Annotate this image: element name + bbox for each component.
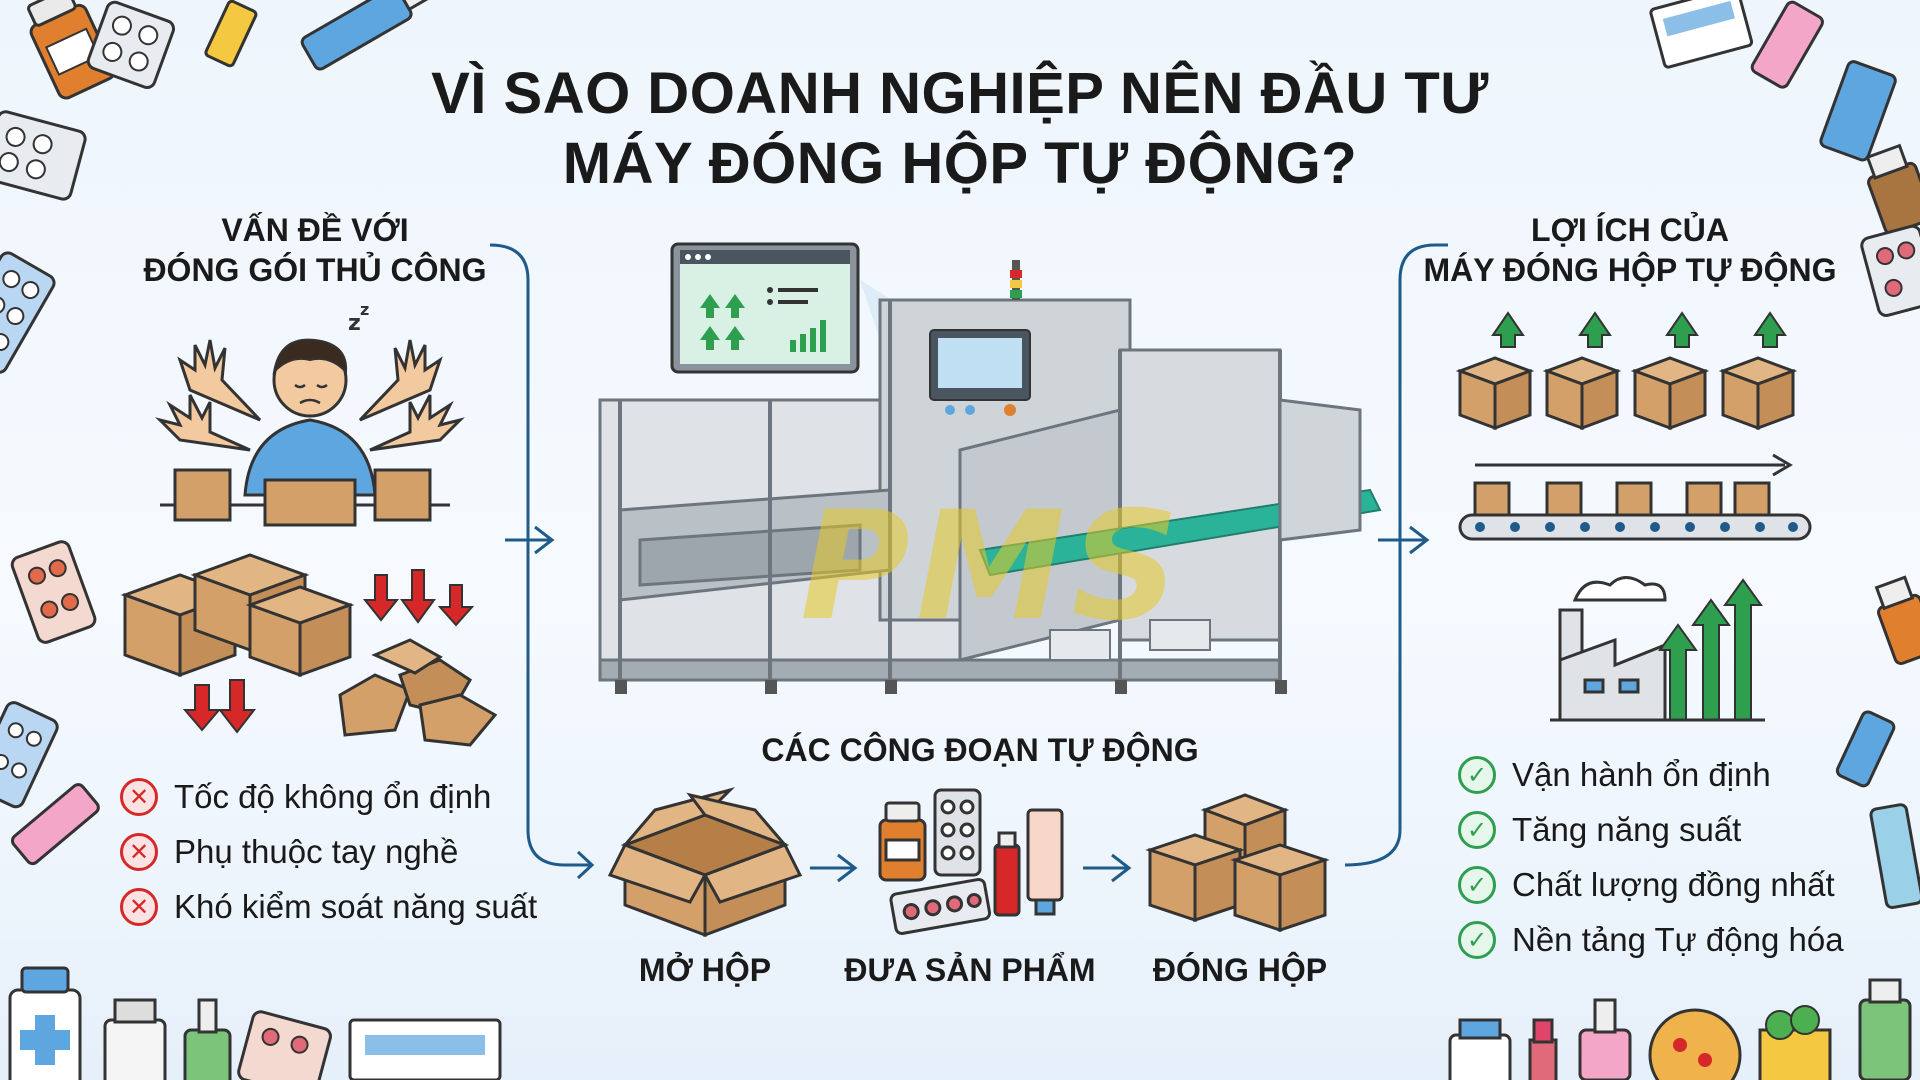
x-circle-icon: ✕	[120, 888, 158, 926]
pill-blister-icon	[1860, 224, 1920, 317]
medicine-box-icon	[348, 1018, 502, 1080]
medicine-bottle-icon	[1448, 1018, 1512, 1080]
open-box-icon	[607, 787, 803, 938]
check-circle-icon: ✓	[1458, 921, 1496, 959]
stage-arrow-1	[810, 853, 858, 883]
problems-list: ✕ Tốc độ không ổn định ✕ Phụ thuộc tay n…	[120, 775, 560, 929]
watermark-logo: PMS	[800, 480, 1186, 654]
stage-arrow-2	[1083, 853, 1132, 883]
benefit-text: Vận hành ổn định	[1512, 756, 1771, 793]
pill-blister-icon	[10, 540, 97, 644]
stage-label-open: MỞ HỘP	[638, 952, 772, 988]
svg-text:z: z	[348, 311, 361, 336]
list-item: ✕ Khó kiểm soát năng suất	[120, 885, 560, 929]
dropper-bottle-icon	[183, 998, 232, 1080]
benefits-heading-line-1: LỢI ÍCH CỦA	[1531, 212, 1729, 248]
tube-icon	[204, 0, 258, 68]
tube-icon	[1819, 60, 1897, 162]
stage-label-insert: ĐƯA SẢN PHẨM	[844, 952, 1096, 988]
pill-blister-icon	[0, 110, 87, 201]
medicine-bottle-icon	[1858, 978, 1912, 1080]
medicine-bottle-icon	[27, 0, 116, 100]
check-circle-icon: ✓	[1458, 866, 1496, 904]
list-item: ✓ Chất lượng đồng nhất	[1458, 863, 1858, 907]
medicine-box-icon	[1649, 0, 1754, 69]
stacked-boxes-icon	[1145, 793, 1330, 933]
pizza-icon	[1648, 1008, 1742, 1080]
benefit-text: Nền tảng Tự động hóa	[1512, 921, 1844, 958]
benefit-text: Tăng năng suất	[1512, 811, 1742, 848]
stage-label-close: ĐÓNG HỘP	[1152, 952, 1328, 988]
hmi-dashboard-icon	[670, 242, 860, 374]
medicine-bottle-icon	[1865, 143, 1920, 235]
page-title-line-2: MÁY ĐÓNG HỘP TỰ ĐỘNG?	[562, 131, 1358, 196]
check-circle-icon: ✓	[1458, 756, 1496, 794]
benefits-list: ✓ Vận hành ổn định ✓ Tăng năng suất ✓ Ch…	[1458, 753, 1858, 962]
medicine-bottle-icon	[8, 966, 82, 1080]
list-item: ✕ Tốc độ không ổn định	[120, 775, 560, 819]
process-heading: CÁC CÔNG ĐOẠN TỰ ĐỘNG	[761, 732, 1199, 768]
right-bracket-connector	[1344, 243, 1448, 867]
growing-output-icon	[1455, 311, 1798, 431]
x-circle-icon: ✕	[120, 778, 158, 816]
list-item: ✕ Phụ thuộc tay nghề	[120, 830, 560, 874]
stressed-worker-icon: z z	[155, 300, 465, 527]
benefits-heading-line-2: MÁY ĐÓNG HỘP TỰ ĐỘNG	[1423, 252, 1837, 288]
arrow-to-machine	[505, 525, 555, 555]
spray-bottle-icon	[1578, 998, 1632, 1080]
check-circle-icon: ✓	[1458, 811, 1496, 849]
factory-growth-icon	[1550, 576, 1765, 722]
pill-blister-icon	[0, 701, 59, 809]
medicine-bottle-icon	[103, 998, 167, 1080]
problem-text: Phụ thuộc tay nghề	[174, 833, 459, 870]
list-item: ✓ Vận hành ổn định	[1458, 753, 1858, 797]
x-circle-icon: ✕	[120, 833, 158, 871]
tube-icon	[300, 0, 429, 71]
pill-blister-icon	[86, 0, 176, 89]
list-item: ✓ Tăng năng suất	[1458, 808, 1858, 852]
problem-text: Khó kiểm soát năng suất	[174, 888, 538, 925]
lipstick-icon	[1528, 1018, 1558, 1080]
tube-icon	[1750, 0, 1824, 89]
tube-icon	[10, 783, 100, 866]
cartoning-machine-icon	[598, 242, 1382, 694]
left-bracket-connector	[489, 243, 590, 867]
pill-blister-icon	[0, 251, 56, 374]
salad-icon	[1758, 1005, 1832, 1080]
medicine-bottle-icon	[1874, 575, 1920, 665]
arrow-to-benefits	[1378, 525, 1430, 555]
benefit-text: Chất lượng đồng nhất	[1512, 866, 1835, 903]
pill-blister-icon	[237, 1010, 332, 1080]
page-title-line-1: VÌ SAO DOANH NGHIỆP NÊN ĐẦU TƯ	[431, 61, 1489, 126]
problem-text: Tốc độ không ổn định	[174, 778, 492, 815]
falling-output-icon	[120, 553, 498, 747]
tube-icon	[1835, 710, 1896, 788]
list-item: ✓ Nền tảng Tự động hóa	[1458, 918, 1858, 962]
conveyor-belt-icon	[1458, 453, 1812, 541]
problems-heading-line-2: ĐÓNG GÓI THỦ CÔNG	[143, 252, 487, 288]
pharma-products-icon	[878, 788, 1064, 935]
problems-heading-line-1: VẤN ĐỀ VỚI	[221, 212, 409, 248]
tube-icon	[1869, 803, 1920, 910]
svg-text:z: z	[360, 300, 369, 319]
